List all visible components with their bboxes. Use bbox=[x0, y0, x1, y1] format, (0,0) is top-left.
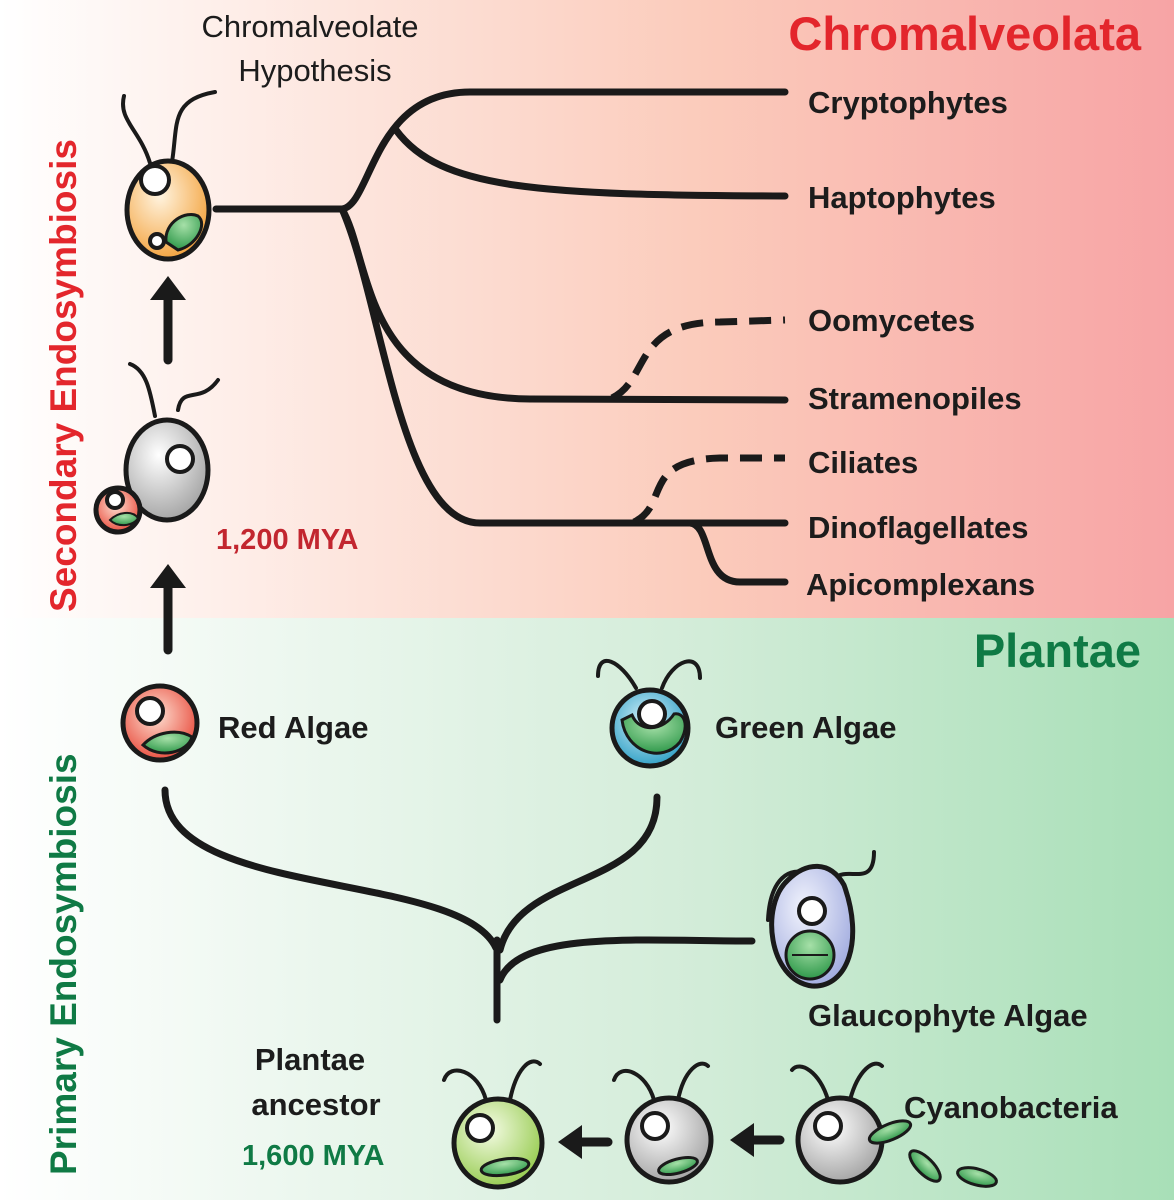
branch-oomycetes-dashed bbox=[610, 316, 786, 402]
taxon-glaucophyte-algae: Glaucophyte Algae bbox=[808, 998, 1088, 1033]
arrow-left-2 bbox=[730, 1123, 785, 1157]
taxon-cryptophytes: Cryptophytes bbox=[808, 85, 1008, 120]
chromalveolata-tree bbox=[212, 88, 789, 586]
hypothesis-heading-line2: Hypothesis bbox=[238, 53, 391, 88]
branch-cryptophytes bbox=[338, 88, 789, 213]
branch-glaucophyte bbox=[496, 936, 756, 984]
taxon-green-algae: Green Algae bbox=[715, 710, 896, 745]
branch-green-algae bbox=[496, 793, 661, 954]
taxon-apicomplexans: Apicomplexans bbox=[806, 567, 1035, 602]
branch-alveolates bbox=[338, 205, 789, 527]
primary-date: 1,600 MYA bbox=[242, 1140, 384, 1172]
arrow-up-secondary bbox=[150, 276, 186, 365]
plantae-title: Plantae bbox=[974, 624, 1141, 677]
branch-red-algae bbox=[161, 786, 500, 952]
hypothesis-heading-line1: Chromalveolate bbox=[201, 9, 418, 44]
taxon-haptophytes: Haptophytes bbox=[808, 180, 996, 215]
taxon-red-algae: Red Algae bbox=[218, 710, 368, 745]
taxon-ciliates: Ciliates bbox=[808, 445, 918, 480]
branch-haptophytes bbox=[392, 126, 789, 200]
ancestor-label-line2: ancestor bbox=[251, 1087, 380, 1122]
intermediate-cell-icon bbox=[612, 1061, 714, 1185]
arrow-up-primary bbox=[150, 564, 186, 655]
plantae-ancestor-cell-icon bbox=[442, 1059, 545, 1190]
taxon-dinoflagellates: Dinoflagellates bbox=[808, 510, 1029, 545]
chromalveolata-title: Chromalveolata bbox=[788, 7, 1141, 60]
branch-apicomplexans bbox=[686, 519, 789, 586]
green-algae-icon bbox=[596, 658, 702, 769]
secondary-endosymbiosis-label: Secondary Endosymbiosis bbox=[43, 139, 84, 612]
taxon-stramenopiles: Stramenopiles bbox=[808, 381, 1022, 416]
secondary-date: 1,200 MYA bbox=[216, 524, 358, 556]
glaucophyte-algae-icon bbox=[766, 850, 876, 989]
red-algae-icon bbox=[120, 683, 200, 763]
host-cell-cyanobacteria-icon bbox=[790, 1061, 998, 1188]
primary-endosymbiosis-label: Primary Endosymbiosis bbox=[43, 753, 84, 1175]
chromalveolata-background bbox=[0, 0, 1174, 618]
arrow-left-1 bbox=[558, 1125, 613, 1159]
ancestor-label-line1: Plantae bbox=[255, 1042, 365, 1077]
plantae-tree bbox=[161, 786, 756, 1024]
secondary-engulfment-cell-icon bbox=[93, 362, 220, 535]
chromalveolate-cell-icon bbox=[121, 90, 217, 262]
branch-ciliates-dashed bbox=[632, 454, 785, 526]
taxon-cyanobacteria: Cyanobacteria bbox=[904, 1090, 1118, 1125]
taxon-oomycetes: Oomycetes bbox=[808, 303, 975, 338]
